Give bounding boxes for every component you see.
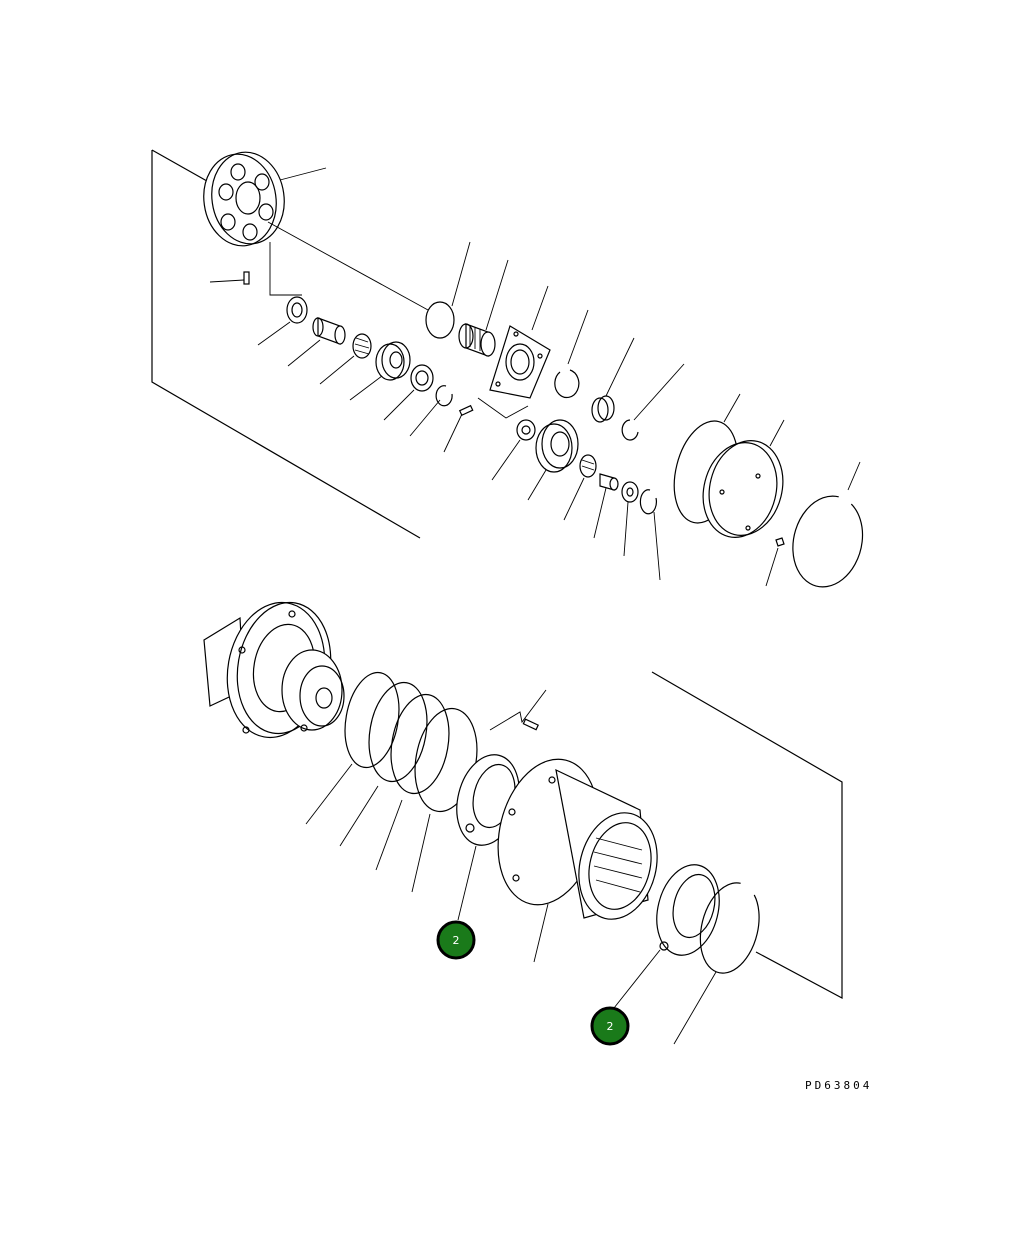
- leader-line: [485, 259, 509, 331]
- leader-line: [563, 477, 585, 521]
- leader-line: [527, 469, 547, 501]
- upper-assembly: [151, 149, 864, 588]
- snap-ring-2: [554, 369, 580, 399]
- leader-line: [339, 785, 379, 847]
- lower-assembly: [203, 601, 843, 1045]
- leader-line: [673, 971, 717, 1045]
- gear-ring: [535, 419, 579, 473]
- spacer-washer: [410, 364, 434, 392]
- upper-bracket-top: [151, 149, 215, 186]
- floating-seal-3: [390, 693, 450, 795]
- leader-line: [383, 389, 415, 421]
- leader-line: [349, 375, 383, 401]
- leader-line: [491, 439, 521, 481]
- leader-line: [287, 339, 321, 367]
- leader-line: [593, 487, 607, 539]
- leader-line: [653, 511, 661, 581]
- spline-gear-small: [579, 454, 597, 478]
- bushing: [599, 473, 619, 491]
- triangular-carrier: [489, 325, 551, 399]
- o-ring: [425, 301, 455, 339]
- hub-housing: [497, 758, 658, 920]
- leader-line: [723, 393, 741, 423]
- leader-line: [623, 501, 629, 557]
- leader-line: [319, 355, 355, 385]
- carrier-plate: [203, 151, 285, 247]
- washer-2: [516, 419, 536, 441]
- floating-seal-2: [368, 681, 428, 783]
- needle-bearing: [352, 333, 372, 359]
- leader-line: [531, 285, 549, 331]
- roll-pin: [458, 404, 474, 417]
- washer-3: [621, 481, 639, 503]
- leader-line: [613, 949, 661, 1009]
- snap-ring-3: [621, 419, 639, 441]
- upper-group-bracket: [151, 150, 421, 539]
- leader-line: [765, 547, 779, 587]
- leader-line: [769, 419, 785, 447]
- snap-ring-4: [639, 489, 657, 515]
- leader-line: [305, 763, 353, 825]
- end-cover: [702, 440, 784, 538]
- callout-label: 2: [453, 934, 460, 947]
- callout-marker: 2: [590, 1006, 630, 1046]
- leader-line: [477, 397, 529, 419]
- planet-gear: [375, 341, 411, 381]
- dowel-pin: [522, 718, 539, 731]
- leader-line: [267, 221, 429, 311]
- idler-gear: [591, 395, 615, 423]
- leader-line: [375, 799, 403, 871]
- drawing-number: PD63804: [805, 1079, 872, 1092]
- pin-part: [243, 271, 250, 285]
- sun-gear: [458, 323, 496, 357]
- motor-housing: [203, 601, 345, 739]
- snap-ring: [435, 385, 453, 407]
- leader-line: [633, 363, 685, 421]
- retaining-ring: [792, 495, 864, 588]
- leader-line: [489, 689, 547, 731]
- leader-line: [533, 903, 549, 963]
- leader-line: [409, 399, 441, 437]
- leader-line: [457, 845, 477, 921]
- leader-line: [209, 279, 245, 283]
- leader-line: [847, 461, 861, 491]
- leader-line: [605, 337, 635, 397]
- lower-group-bracket: [651, 671, 843, 1000]
- ball-bearing-2: [656, 864, 720, 956]
- leader-line: [567, 309, 589, 365]
- leader-line: [451, 241, 471, 307]
- leader-line: [269, 242, 302, 296]
- leader-line: [257, 321, 291, 346]
- callout-marker: 2: [436, 920, 476, 960]
- thrust-washer: [286, 296, 308, 324]
- leader-line: [279, 167, 327, 181]
- floating-seal-1: [344, 671, 400, 769]
- leader-line: [443, 413, 463, 453]
- snap-ring-large: [699, 882, 760, 974]
- leader-line: [411, 813, 431, 893]
- callout-label: 2: [607, 1020, 614, 1033]
- drain-plug: [775, 537, 785, 547]
- planet-shaft: [312, 317, 346, 345]
